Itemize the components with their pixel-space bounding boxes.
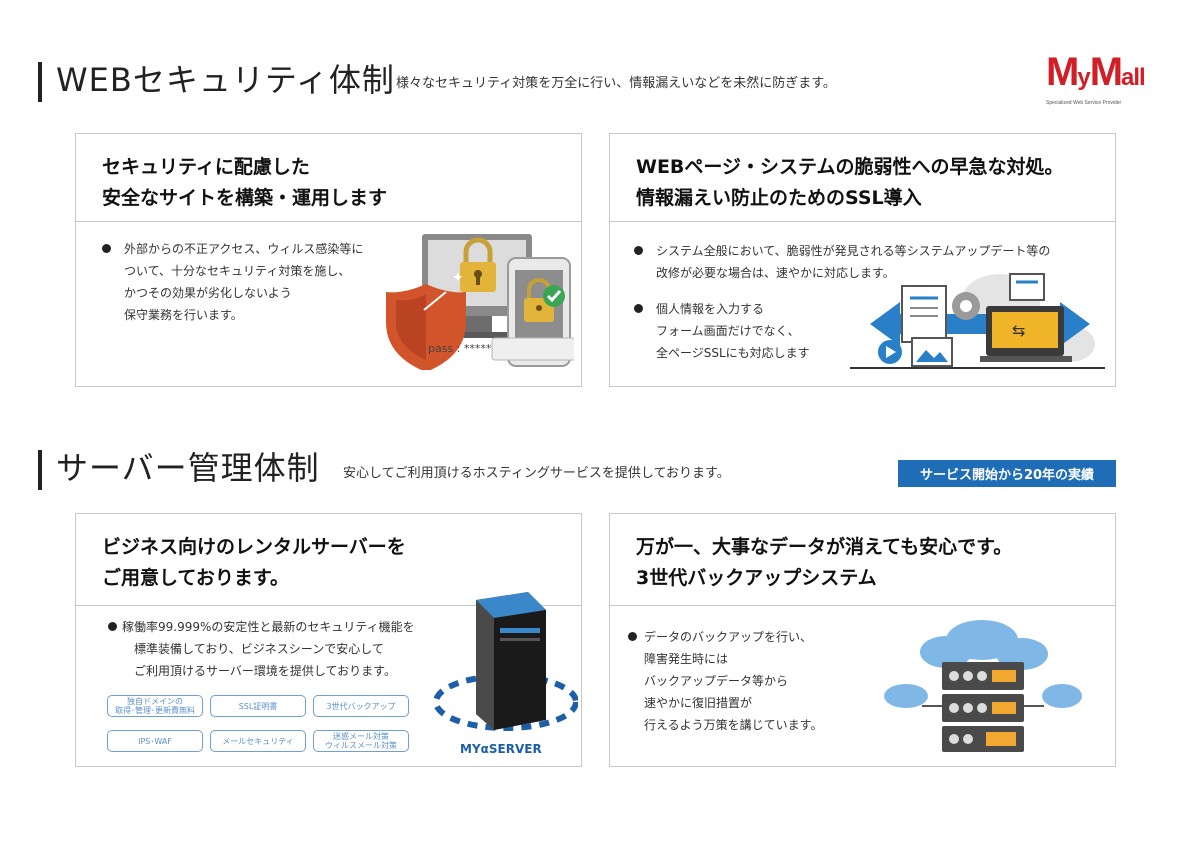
track-record-badge: サービス開始から20年の実績 <box>898 460 1116 487</box>
svg-text:✦: ✦ <box>452 270 464 286</box>
bullet-item: 外部からの不正アクセス、ウィルス感染等に ついて、十分なセキュリティ対策を施し、… <box>102 238 363 326</box>
bullet-item: 稼働率99.999%の安定性と最新のセキュリティ機能を 標準装備しており、ビジネ… <box>108 616 415 682</box>
server-illustration <box>433 592 578 731</box>
backup-server-illustration <box>884 620 1082 752</box>
bullet-dot <box>102 244 111 253</box>
mymall-logo: MyMall Specialized Web Service Provider <box>1046 52 1156 106</box>
card-title: 万が一、大事なデータが消えても安心です。 3世代バックアップシステム <box>636 536 1013 589</box>
svg-text:⇆: ⇆ <box>1012 321 1025 340</box>
system-update-illustration: ⇆ <box>850 273 1105 369</box>
feature-tag: SSL証明書 <box>210 695 306 717</box>
bullet-dot <box>108 622 117 631</box>
security-illustration: ✦ <box>386 234 574 370</box>
feature-tag: 3世代バックアップ <box>313 695 409 717</box>
logo-tagline: Specialized Web Service Provider <box>1046 100 1122 106</box>
bullet-dot <box>628 632 637 641</box>
logo-wordmark: MyMall <box>1046 50 1146 94</box>
section-title-web: WEBセキュリティ体制 <box>56 61 395 99</box>
card-rental-server: ビジネス向けのレンタルサーバーを ご用意しております。 稼働率99.999%の安… <box>75 513 582 767</box>
card-backup-system: 万が一、大事なデータが消えても安心です。 3世代バックアップシステム データのバ… <box>609 513 1116 767</box>
bullet-item: データのバックアップを行い、 障害発生時には バックアップデータ等から 速やかに… <box>628 626 822 736</box>
section-marker <box>38 62 42 102</box>
password-field-illustration: pass : ***** <box>428 342 492 355</box>
card-title: WEBページ・システムの脆弱性への早急な対処。 情報漏えい防止のためのSSL導入 <box>636 156 1064 209</box>
bullet-item: 個人情報を入力する フォーム画面だけでなく、 全ページSSLにも対応します <box>634 298 810 364</box>
section-description-web: 様々なセキュリティ対策を万全に行い、情報漏えいなどを未然に防ぎます。 <box>396 76 836 91</box>
card-title: セキュリティに配慮した 安全なサイトを構築・運用します <box>102 156 388 209</box>
card-header: ビジネス向けのレンタルサーバーを ご用意しております。 <box>76 514 581 606</box>
bullet-item: システム全般において、脆弱性が発見される等システムアップデート等の 改修が必要な… <box>634 240 1050 284</box>
bullet-dot <box>634 246 643 255</box>
card-header: セキュリティに配慮した 安全なサイトを構築・運用します <box>76 134 581 222</box>
card-header: WEBページ・システムの脆弱性への早急な対処。 情報漏えい防止のためのSSL導入 <box>610 134 1115 222</box>
feature-tag: メールセキュリティ <box>210 730 306 752</box>
feature-tag: 迷惑メール対策ウィルスメール対策 <box>313 730 409 752</box>
card-title: ビジネス向けのレンタルサーバーを ご用意しております。 <box>102 536 406 589</box>
feature-tag: 独自ドメインの取得･管理･更新費無料 <box>107 695 203 717</box>
card-header: 万が一、大事なデータが消えても安心です。 3世代バックアップシステム <box>610 514 1115 606</box>
section-title-server: サーバー管理体制 <box>56 449 320 487</box>
section-description-server: 安心してご利用頂けるホスティングサービスを提供しております。 <box>343 466 730 481</box>
section-marker <box>38 450 42 490</box>
card-vulnerability: WEBページ・システムの脆弱性への早急な対処。 情報漏えい防止のためのSSL導入… <box>609 133 1116 387</box>
feature-tag: IPS･WAF <box>107 730 203 752</box>
card-secure-site: セキュリティに配慮した 安全なサイトを構築・運用します 外部からの不正アクセス、… <box>75 133 582 387</box>
server-brand-label: MYαSERVER <box>460 742 542 756</box>
bullet-dot <box>634 304 643 313</box>
